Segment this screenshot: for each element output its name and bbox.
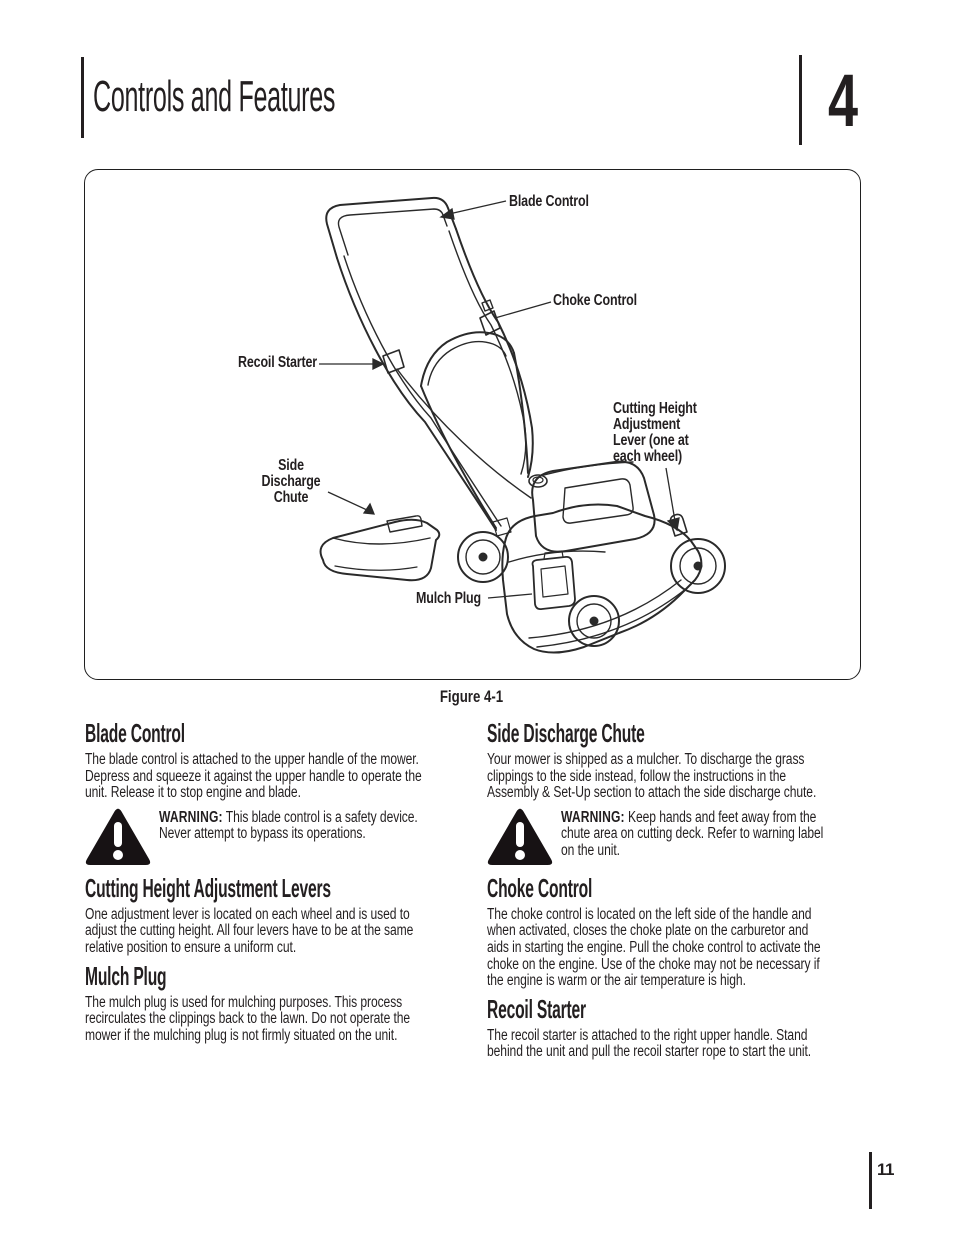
section-heading-mulch-plug: Mulch Plug [85, 960, 167, 991]
callout-label-side-discharge: Side Discharge Chute [261, 457, 321, 506]
figure-caption: Figure 4-1 [439, 687, 504, 706]
left-column: Blade Control The blade control is attac… [85, 716, 563, 1050]
section-heading-recoil-starter: Recoil Starter [487, 993, 586, 1024]
mower-illustration [319, 196, 726, 654]
section-body-choke-control: The choke control is located on the left… [487, 905, 821, 990]
footer-divider [869, 1152, 872, 1209]
section-heading-side-discharge: Side Discharge Chute [487, 718, 645, 748]
section-body-cutting-height: One adjustment lever is located on each … [85, 905, 414, 956]
section-body-mulch-plug: The mulch plug is used for mulching purp… [85, 993, 411, 1044]
figure-box: Blade Control Choke Control Recoil Start… [84, 169, 861, 680]
callout-label-blade-control: Blade Control [509, 193, 589, 210]
callout-label-cutting-height: Cutting Height Adjustment Lever (one at … [613, 400, 697, 465]
right-column: Side Discharge Chute Your mower is shipp… [487, 716, 954, 1067]
page-title: Controls and Features [93, 72, 336, 121]
section-heading-blade-control: Blade Control [85, 718, 185, 748]
warning-block-blade-control: WARNING: This blade control is a safety … [85, 808, 563, 867]
callout-label-choke-control: Choke Control [553, 292, 637, 309]
warning-triangle-icon [487, 808, 553, 865]
warning-text: WARNING: This blade control is a safety … [159, 808, 418, 843]
page-number: 11 [877, 1160, 894, 1179]
chapter-divider-left [81, 57, 84, 138]
warning-text: WARNING: Keep hands and feet away from t… [561, 808, 824, 859]
section-body-blade-control: The blade control is attached to the upp… [85, 751, 422, 802]
chapter-number: 4 [827, 59, 859, 142]
warning-block-side-discharge: WARNING: Keep hands and feet away from t… [487, 808, 954, 867]
section-heading-cutting-height: Cutting Height Adjustment Levers [85, 872, 331, 903]
callout-label-mulch-plug: Mulch Plug [416, 590, 482, 607]
chapter-divider-right [799, 55, 802, 145]
warning-triangle-icon [85, 808, 151, 865]
section-heading-choke-control: Choke Control [487, 872, 593, 903]
callout-label-recoil-starter: Recoil Starter [238, 354, 317, 371]
section-body-recoil-starter: The recoil starter is attached to the ri… [487, 1026, 812, 1061]
section-body-side-discharge: Your mower is shipped as a mulcher. To d… [487, 751, 817, 802]
